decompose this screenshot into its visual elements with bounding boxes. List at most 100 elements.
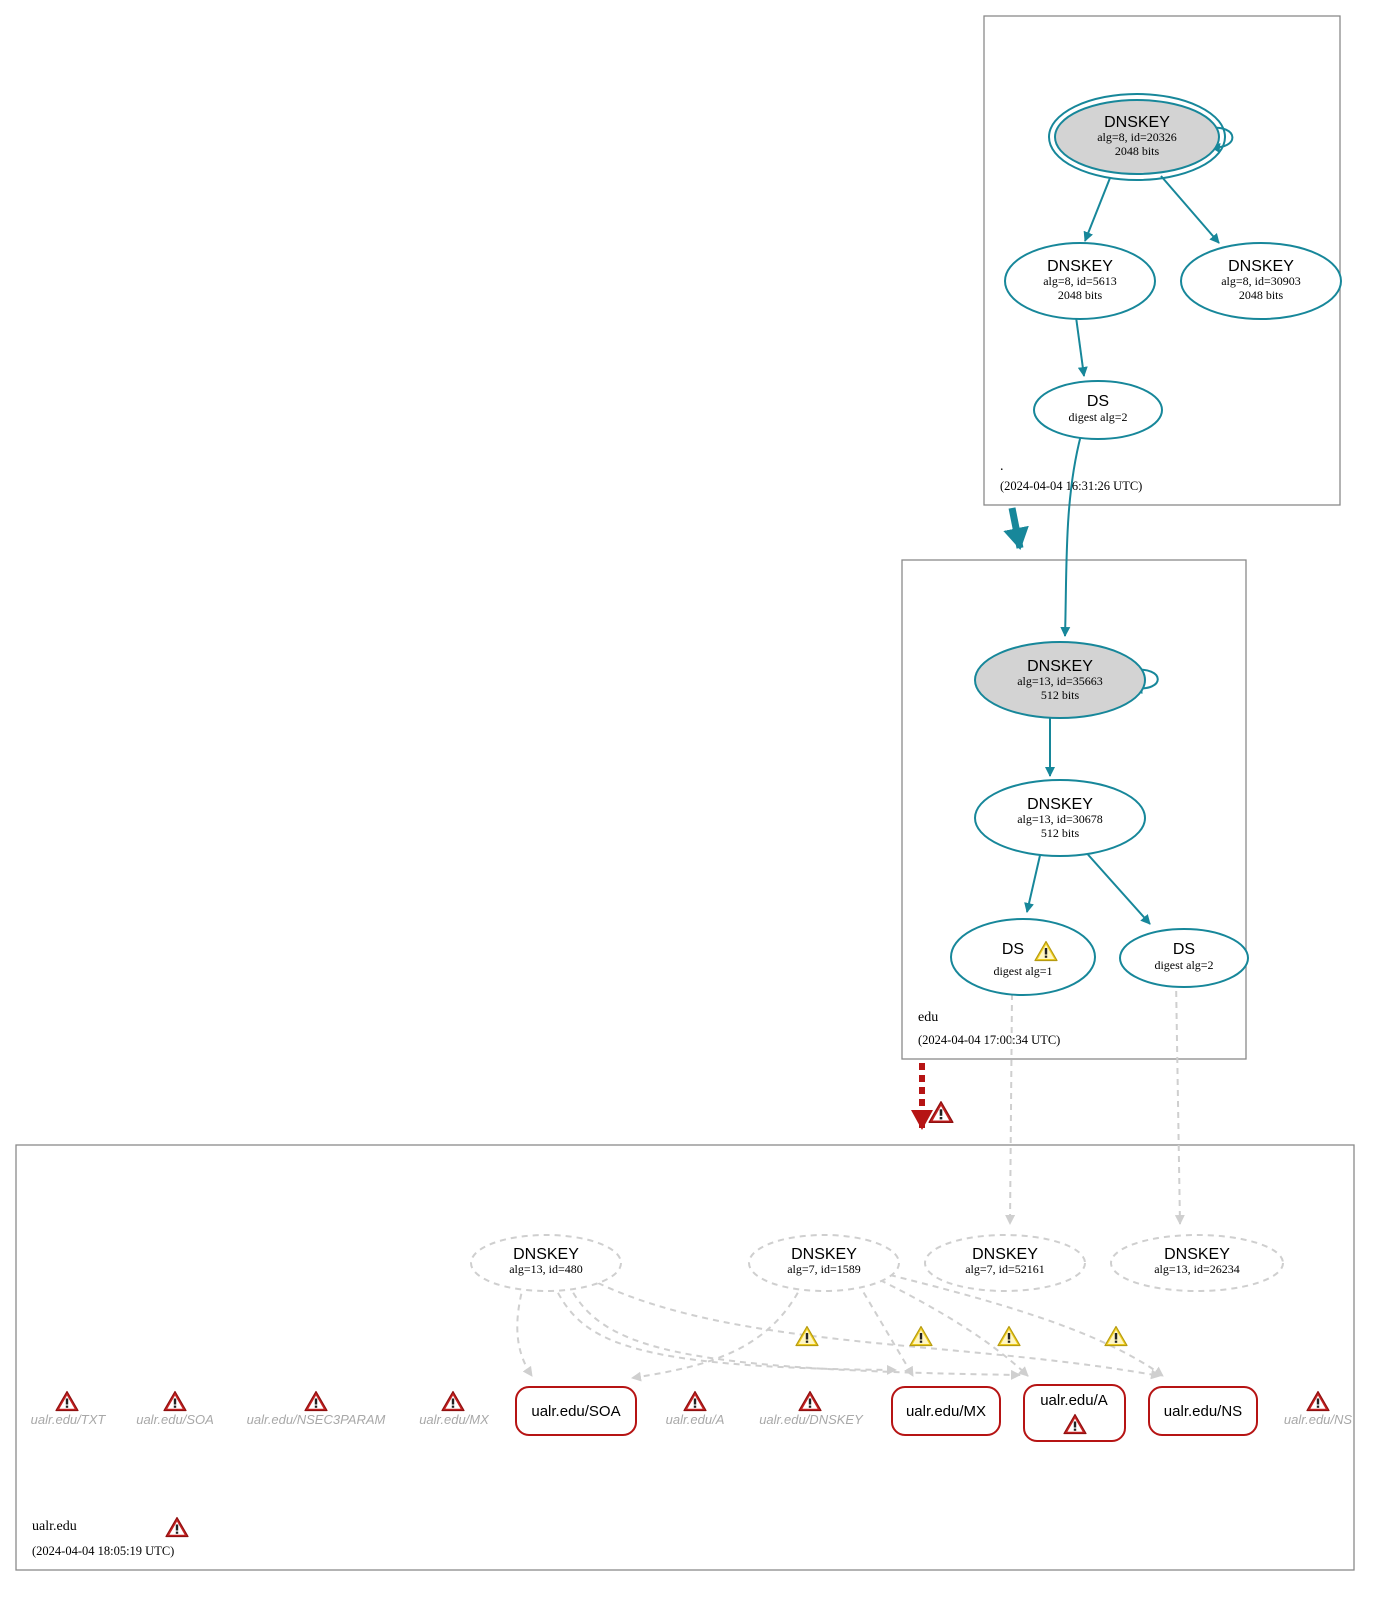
edge-key480-soa [516,1282,533,1377]
root-zsk1-shape [1004,242,1156,320]
root-ds-node[interactable]: DS digest alg=2 [1033,380,1163,440]
edge-delegation-root-edu [1003,507,1029,550]
root-zsk1-node[interactable]: DNSKEY alg=8, id=5613 2048 bits [1004,242,1156,320]
edge-key480-a [567,1282,1021,1380]
edu-ksk-size: 512 bits [1041,688,1080,702]
ualr-key-480-detail: alg=13, id=480 [509,1262,583,1276]
ualr-key-480-node[interactable]: DNSKEY alg=13, id=480 [470,1234,622,1292]
missing-a-label: ualr.edu/A [666,1412,725,1427]
root-zsk2-size: 2048 bits [1239,288,1284,302]
missing-mx-node[interactable]: ualr.edu/MX [419,1390,490,1428]
root-ds-shape [1033,380,1163,440]
root-ksk-shape [1054,99,1220,175]
root-zsk1-title: DNSKEY [1047,258,1113,275]
edu-ds2-detail: digest alg=2 [1154,958,1213,972]
rrset-a-label: ualr.edu/A [1040,1392,1108,1409]
ualr-key-52161-node[interactable]: DNSKEY alg=7, id=52161 [924,1234,1086,1292]
ualr-key-26234-detail: alg=13, id=26234 [1154,1262,1240,1276]
edges-insecure [516,979,1185,1382]
edu-zsk-node[interactable]: DNSKEY alg=13, id=30678 512 bits [974,779,1146,857]
root-zsk2-title: DNSKEY [1228,258,1294,275]
ualr-key-1589-detail: alg=7, id=1589 [787,1262,861,1276]
ualr-key-52161-shape [924,1234,1086,1292]
ualr-key-26234-node[interactable]: DNSKEY alg=13, id=26234 [1110,1234,1284,1292]
ualr-key-52161-title: DNSKEY [972,1246,1038,1263]
edge-root-ksk-zsk2 [1160,175,1220,244]
missing-nsec3param-label: ualr.edu/NSEC3PARAM [247,1412,386,1427]
missing-dnskey-node[interactable]: ualr.edu/DNSKEY [759,1390,864,1428]
root-ds-detail: digest alg=2 [1068,410,1127,424]
missing-soa-node[interactable]: ualr.edu/SOA [136,1390,214,1428]
edu-ksk-detail: alg=13, id=35663 [1017,674,1103,688]
missing-txt-label: ualr.edu/TXT [31,1412,107,1427]
edge-root-ds-edu-ksk [1060,434,1082,637]
zone-edu-timestamp: (2024-04-04 17:00:34 UTC) [918,1033,1060,1047]
zone-ualr-timestamp: (2024-04-04 18:05:19 UTC) [32,1544,174,1558]
rrset-mx-node[interactable]: ualr.edu/MX [891,1386,1001,1436]
edge-edu-zsk-ds1 [1024,850,1042,913]
root-ksk-node[interactable]: DNSKEY alg=8, id=20326 2048 bits [1048,93,1226,181]
missing-nsec3param-node[interactable]: ualr.edu/NSEC3PARAM [247,1390,386,1428]
edu-zsk-detail: alg=13, id=30678 [1017,812,1103,826]
root-ds-title: DS [1087,393,1109,410]
edu-zsk-size: 512 bits [1041,826,1080,840]
ualr-key-1589-shape [748,1234,900,1292]
rrset-soa-label: ualr.edu/SOA [531,1403,620,1420]
edge-key1589-ns [889,1274,1164,1377]
ualr-key-52161-detail: alg=7, id=52161 [965,1262,1045,1276]
root-zsk1-size: 2048 bits [1058,288,1103,302]
ualr-key-1589-title: DNSKEY [791,1246,857,1263]
root-ksk-title: DNSKEY [1104,114,1170,131]
edu-zsk-shape [974,779,1146,857]
edge-root-zsk1-ds [1075,316,1088,377]
edge-key1589-a [879,1279,1029,1377]
ualr-key-26234-shape [1110,1234,1284,1292]
edu-ds1-node[interactable]: DS digest alg=1 [950,918,1096,996]
ualr-key-480-title: DNSKEY [513,1246,579,1263]
rrset-mx-box [891,1386,1001,1436]
zone-edu-name: edu [918,1010,938,1025]
missing-ns-node[interactable]: ualr.edu/NS [1284,1390,1352,1428]
rrset-soa-node[interactable]: ualr.edu/SOA [515,1386,637,1436]
ualr-key-26234-title: DNSKEY [1164,1246,1230,1263]
edu-ds2-shape [1119,928,1249,988]
zone-ualr-name: ualr.edu [32,1519,77,1534]
edge-edu-zsk-ds2 [1082,848,1151,925]
rrset-ns-label: ualr.edu/NS [1164,1403,1242,1420]
root-ksk-detail: alg=8, id=20326 [1097,130,1177,144]
rrset-ns-box [1148,1386,1258,1436]
root-zsk2-detail: alg=8, id=30903 [1221,274,1301,288]
missing-soa-label: ualr.edu/SOA [136,1412,214,1427]
edge-key480-mx [552,1282,897,1375]
ualr-key-1589-node[interactable]: DNSKEY alg=7, id=1589 [748,1234,900,1292]
rrset-ns-node[interactable]: ualr.edu/NS [1148,1386,1258,1436]
zone-root-name: . [1000,459,1004,474]
edu-ksk-title: DNSKEY [1027,658,1093,675]
root-zsk2-node[interactable]: DNSKEY alg=8, id=30903 2048 bits [1180,242,1342,320]
edge-root-ksk-zsk1 [1083,177,1111,242]
edge-key1589-mx [857,1282,914,1377]
root-ksk-size: 2048 bits [1115,144,1160,158]
edu-zsk-title: DNSKEY [1027,796,1093,813]
missing-txt-node[interactable]: ualr.edu/TXT [31,1390,107,1428]
rrset-a-node[interactable]: ualr.edu/A [1023,1384,1126,1442]
edge-edu-ds1-ualr-key3 [1005,993,1016,1225]
rrset-soa-box [515,1386,637,1436]
edu-ksk-node[interactable]: DNSKEY alg=13, id=35663 512 bits [974,641,1146,719]
ualr-key-480-shape [470,1234,622,1292]
missing-mx-label: ualr.edu/MX [419,1412,490,1427]
edge-key480-ns [597,1282,1161,1380]
edge-edu-ds2-ualr-key4 [1174,979,1185,1225]
missing-dnskey-label: ualr.edu/DNSKEY [759,1412,864,1427]
root-zsk1-detail: alg=8, id=5613 [1043,274,1117,288]
rrset-a-box [1023,1384,1126,1442]
delegation-error-icon [928,1101,954,1123]
edu-ds2-title: DS [1173,941,1195,958]
edge-key1589-soa [631,1282,804,1382]
edu-ds1-detail: digest alg=1 [993,964,1052,978]
rrset-mx-label: ualr.edu/MX [906,1403,986,1420]
edu-ksk-shape [974,641,1146,719]
missing-a-node[interactable]: ualr.edu/A [666,1390,725,1428]
edu-ds2-node[interactable]: DS digest alg=2 [1119,928,1249,988]
